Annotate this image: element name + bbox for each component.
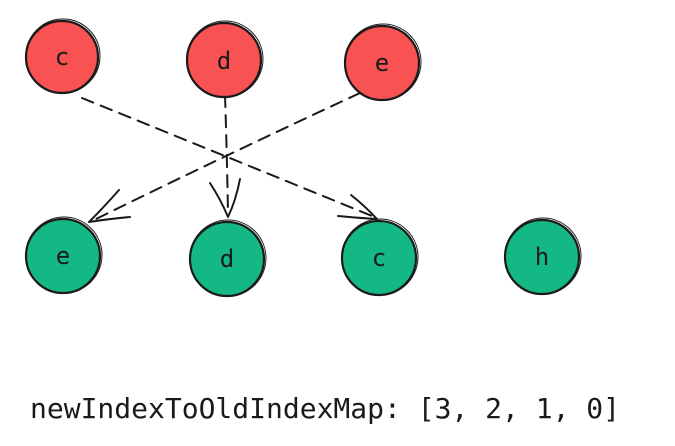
node-label: e bbox=[375, 49, 389, 77]
node-label: c bbox=[372, 244, 386, 272]
new-node-d: d bbox=[188, 219, 267, 298]
new-node-c: c bbox=[340, 218, 419, 297]
node-circle-sketch bbox=[25, 216, 103, 294]
arrow-e-to-e bbox=[88, 92, 361, 223]
node-circle-sketch bbox=[189, 219, 267, 297]
index-map-caption: newIndexToOldIndexMap: [3, 2, 1, 0] bbox=[30, 392, 620, 425]
old-node-d: d bbox=[185, 20, 264, 99]
old-node-c: c bbox=[24, 18, 101, 95]
mapping-arrows bbox=[81, 92, 378, 223]
node-circle-sketch bbox=[344, 23, 422, 101]
node-circle-sketch bbox=[186, 20, 264, 98]
node-circle-sketch bbox=[341, 218, 419, 296]
node-label: d bbox=[217, 47, 231, 75]
node-label: e bbox=[56, 242, 70, 270]
node-circle-sketch bbox=[504, 217, 582, 295]
node-circle-sketch bbox=[25, 18, 101, 94]
arrow-line bbox=[91, 92, 361, 222]
node-label: c bbox=[55, 43, 69, 71]
arrow-head bbox=[88, 189, 131, 223]
new-node-h: h bbox=[503, 217, 582, 296]
arrow-line bbox=[81, 97, 373, 217]
node-label: h bbox=[535, 243, 549, 271]
old-node-e: e bbox=[343, 23, 422, 102]
new-node-e: e bbox=[24, 216, 103, 295]
node-label: d bbox=[220, 245, 234, 273]
arrow-c-to-c bbox=[81, 97, 378, 220]
arrow-head bbox=[209, 178, 241, 218]
